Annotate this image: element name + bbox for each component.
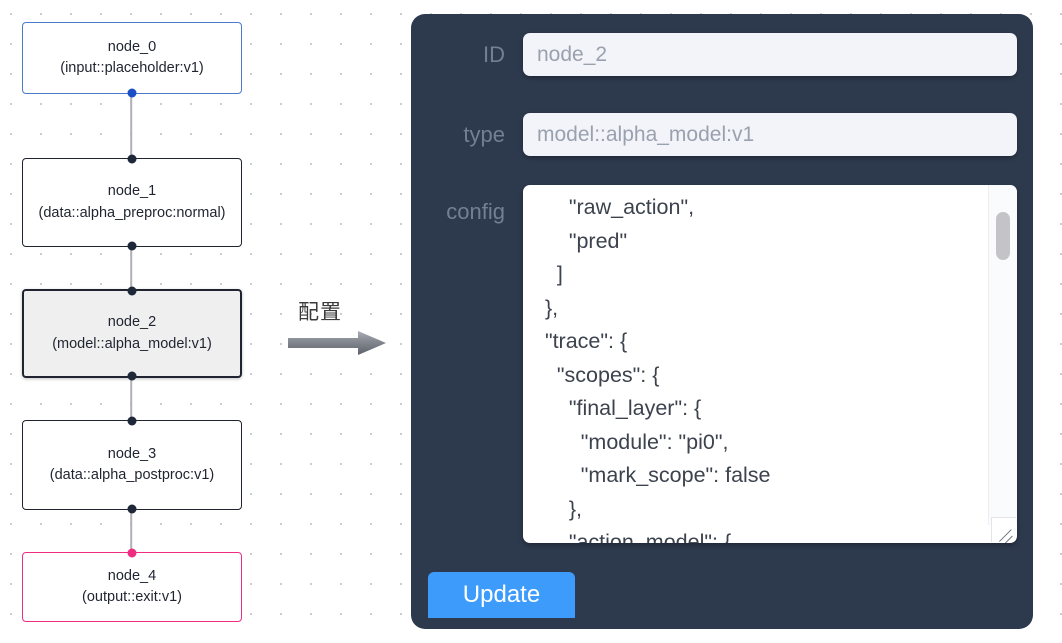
node-subtitle: (data::alpha_postproc:v1) bbox=[49, 467, 215, 483]
edge-node3-node4 bbox=[130, 510, 132, 556]
config-scrollbar-thumb[interactable] bbox=[996, 212, 1010, 260]
node-title: node_2 bbox=[107, 314, 157, 331]
graph-node-node_4[interactable]: node_4 (output::exit:v1) bbox=[22, 548, 242, 622]
config-editor[interactable]: "raw_action", "pred" ] }, "trace": { "sc… bbox=[523, 185, 1017, 543]
config-textarea[interactable]: "raw_action", "pred" ] }, "trace": { "sc… bbox=[544, 195, 771, 543]
node-handle-bottom-icon[interactable] bbox=[127, 241, 137, 251]
edge-node0-node1 bbox=[130, 94, 132, 162]
update-button[interactable]: Update bbox=[428, 572, 575, 618]
node-subtitle: (model::alpha_model:v1) bbox=[52, 335, 212, 352]
config-field-row: config "raw_action", "pred" ] }, "trace"… bbox=[411, 185, 1033, 543]
graph-node-node_0[interactable]: node_0 (input::placeholder:v1) bbox=[22, 22, 242, 98]
edge-node1-node2 bbox=[130, 247, 132, 293]
right-arrow-icon bbox=[288, 331, 386, 355]
node-title: node_1 bbox=[107, 183, 157, 200]
id-field-label: ID bbox=[483, 41, 505, 67]
graph-node-node_3[interactable]: node_3 (data::alpha_postproc:v1) bbox=[22, 416, 242, 514]
id-input[interactable] bbox=[523, 33, 1017, 76]
graph-node-node_1[interactable]: node_1 (data::alpha_preproc:normal) bbox=[22, 154, 242, 251]
resize-grip-icon[interactable] bbox=[991, 517, 1016, 542]
node-subtitle: (input::placeholder:v1) bbox=[60, 60, 204, 76]
node-handle-bottom-icon[interactable] bbox=[127, 371, 137, 381]
node-handle-top-icon[interactable] bbox=[127, 548, 137, 558]
node-inspector-panel: ID type config "raw_action", "pred" ] },… bbox=[411, 14, 1033, 629]
type-field-label: type bbox=[463, 121, 505, 147]
node-handle-top-icon[interactable] bbox=[127, 154, 137, 164]
config-scrollbar[interactable] bbox=[988, 185, 1017, 525]
node-title: node_3 bbox=[107, 445, 157, 462]
node-handle-top-icon[interactable] bbox=[127, 286, 137, 296]
node-subtitle: (data::alpha_preproc:normal) bbox=[38, 204, 226, 221]
node-handle-bottom-icon[interactable] bbox=[127, 88, 137, 98]
type-input[interactable] bbox=[523, 113, 1017, 156]
node-handle-bottom-icon[interactable] bbox=[127, 504, 137, 514]
annotation-label: 配置 bbox=[298, 300, 342, 324]
id-field-row: ID bbox=[411, 33, 1033, 76]
node-title: node_0 bbox=[107, 38, 157, 55]
node-subtitle: (output::exit:v1) bbox=[82, 589, 182, 605]
type-field-row: type bbox=[411, 113, 1033, 156]
node-handle-top-icon[interactable] bbox=[127, 416, 137, 426]
annotation-arrow-group: 配置 bbox=[288, 296, 398, 358]
edge-node2-node3 bbox=[130, 378, 132, 424]
config-field-label: config bbox=[446, 199, 505, 224]
node-title: node_4 bbox=[107, 567, 157, 584]
graph-node-node_2[interactable]: node_2 (model::alpha_model:v1) bbox=[22, 286, 242, 381]
